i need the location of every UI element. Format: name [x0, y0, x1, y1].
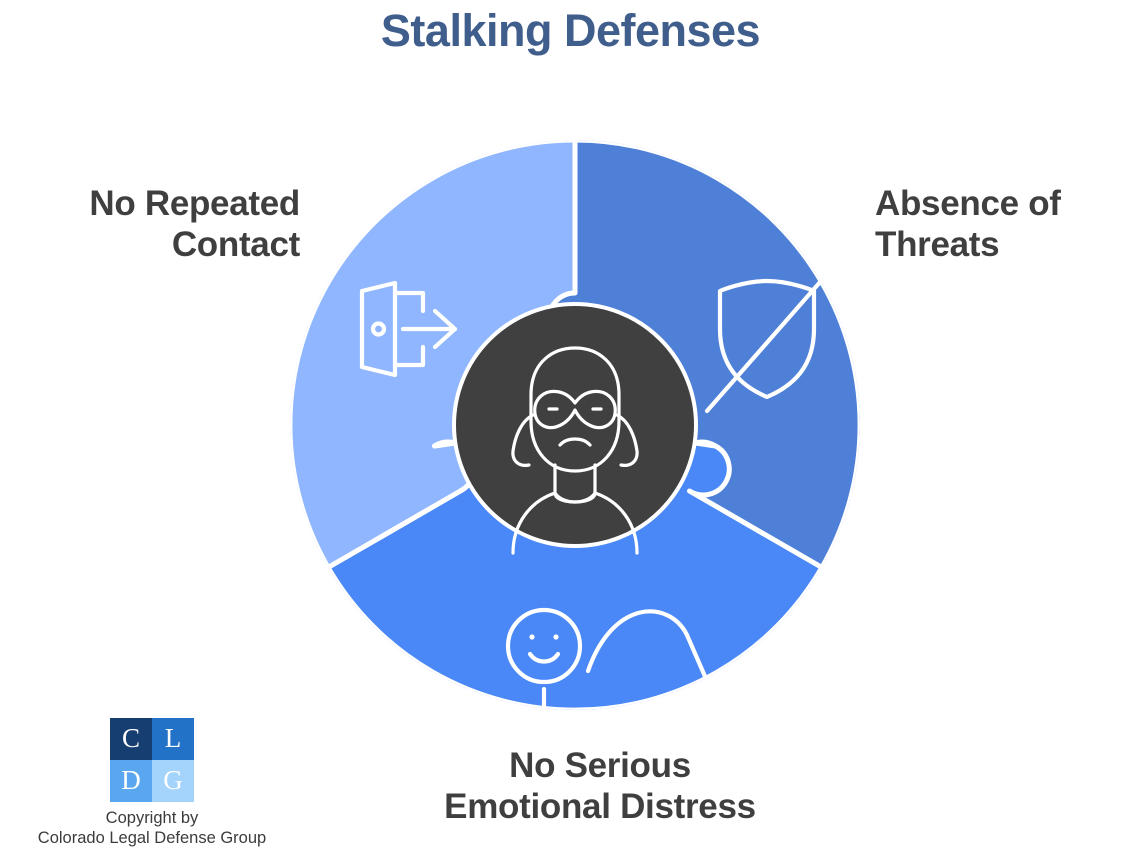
segment-label-no-repeated-contact: No Repeated Contact — [89, 184, 300, 265]
segment-label-absence-of-threats: Absence of Threats — [875, 184, 1061, 265]
center-medallion — [452, 302, 698, 555]
cldg-logo-block: C L D G Copyright by Colorado Legal Defe… — [18, 718, 286, 848]
logo-tile-c: C — [110, 718, 152, 760]
logo-tile-g-letter: G — [163, 764, 183, 795]
logo-tile-d: D — [110, 760, 152, 802]
logo-tile-g: G — [152, 760, 194, 802]
shield-slash-icon — [704, 270, 831, 414]
copyright-caption: Copyright by Colorado Legal Defense Grou… — [37, 809, 267, 848]
puzzle-wheel-diagram — [283, 133, 867, 732]
logo-tile-c-letter: C — [121, 722, 140, 753]
logo-tile-d-letter: D — [121, 764, 141, 795]
page-title: Stalking Defenses — [380, 5, 761, 56]
masked-burglar-face-icon — [511, 346, 639, 555]
logo-tile-l-letter: L — [164, 722, 182, 753]
segment-label-no-serious-emotional-distress: No Serious Emotional Distress — [444, 746, 756, 827]
exit-door-arrow-icon — [359, 280, 458, 378]
center-circle — [452, 302, 698, 548]
logo-tile-l: L — [152, 718, 194, 760]
cldg-logo-tiles: C L D G — [110, 718, 194, 802]
head-smiley-mind-icon — [505, 607, 710, 732]
